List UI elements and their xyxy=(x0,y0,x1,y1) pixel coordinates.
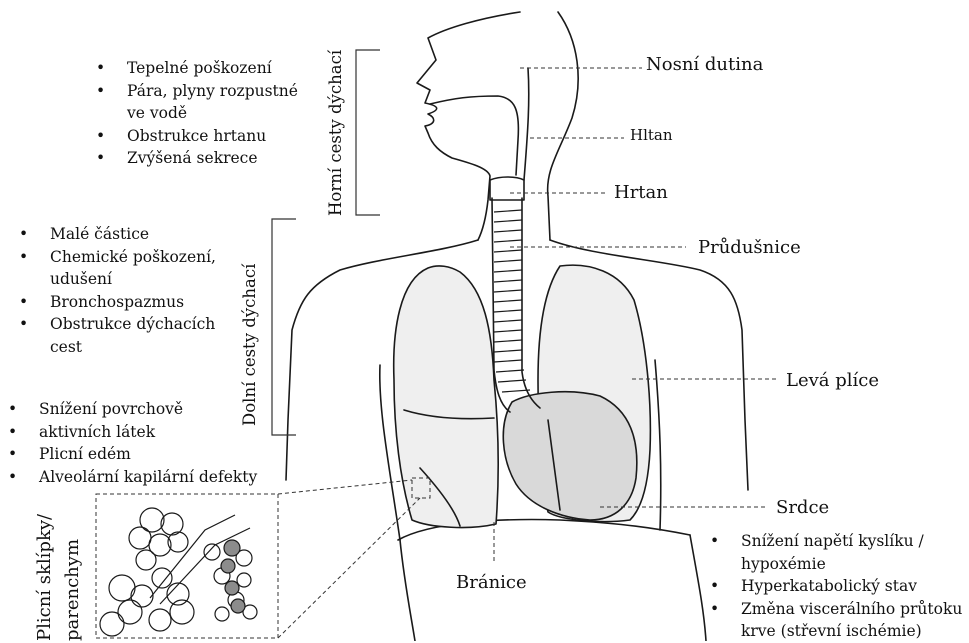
upper-airways-injury-list: Tepelné poškození Pára, plyny rozpustné … xyxy=(96,57,298,170)
right-torso-side xyxy=(655,360,661,530)
lower-right-body xyxy=(690,535,706,641)
label-pharynx: Hltan xyxy=(630,126,673,144)
label-diaphragm: Bránice xyxy=(456,572,527,594)
heart xyxy=(503,392,637,520)
list-item: Pára, plyny rozpustné xyxy=(96,80,298,103)
upper-airways-bracket xyxy=(356,50,380,215)
list-item: Malé částice xyxy=(19,223,216,246)
right-lung xyxy=(394,266,498,528)
label-trachea: Průdušnice xyxy=(698,237,801,259)
list-item: Hyperkatabolický stav xyxy=(710,575,962,598)
nasal-airway xyxy=(430,96,518,175)
label-larynx: Hrtan xyxy=(614,182,668,204)
systemic-effects-list: Snížení napětí kyslíku / hypoxémie Hyper… xyxy=(710,530,962,643)
list-item: Zvýšená sekrece xyxy=(96,147,298,170)
list-item: Snížení povrchově xyxy=(8,398,257,421)
pharynx-wall xyxy=(524,68,529,180)
list-item: Obstrukce dýchacích xyxy=(19,313,216,336)
label-nasal-cavity: Nosní dutina xyxy=(646,54,763,76)
trachea-left-wall xyxy=(492,198,510,412)
head-profile-outline xyxy=(417,12,520,240)
list-item: Chemické poškození, xyxy=(19,246,216,269)
tracheal-rings xyxy=(494,210,530,392)
list-item: Alveolární kapilární defekty xyxy=(8,466,257,489)
list-item-continuation: cest xyxy=(19,336,216,359)
zoom-line-bottom xyxy=(278,498,420,638)
list-item: Snížení napětí kyslíku / xyxy=(710,530,962,553)
list-item: Tepelné poškození xyxy=(96,57,298,80)
list-item-continuation: udušení xyxy=(19,268,216,291)
list-item: Bronchospazmus xyxy=(19,291,216,314)
list-item-continuation: hypoxémie xyxy=(710,553,962,576)
list-item: aktivních látek xyxy=(8,421,257,444)
list-item: Obstrukce hrtanu xyxy=(96,125,298,148)
section-alveoli-line1: Plicní sklípky/ xyxy=(34,514,55,641)
list-item-continuation: ve vodě xyxy=(96,102,298,125)
section-alveoli-line2: parenchym xyxy=(62,539,83,641)
list-item: Změna viscerálního průtoku xyxy=(710,598,962,621)
label-heart: Srdce xyxy=(776,497,829,519)
head-back-outline xyxy=(548,12,579,240)
section-upper-airways: Horní cesty dýchací xyxy=(326,50,345,216)
larynx xyxy=(490,177,524,200)
list-item: Plicní edém xyxy=(8,443,257,466)
lower-airways-injury-list: Malé částice Chemické poškození, udušení… xyxy=(19,223,216,358)
alveoli-zoom-box xyxy=(96,494,278,638)
lower-left-body xyxy=(400,540,415,641)
label-left-lung: Levá plíce xyxy=(786,370,879,392)
alveolar-injury-list: Snížení povrchově aktivních látek Plicní… xyxy=(8,398,257,488)
list-item-continuation: krve (střevní ischémie) xyxy=(710,620,962,643)
alveoli-cluster xyxy=(100,508,257,636)
